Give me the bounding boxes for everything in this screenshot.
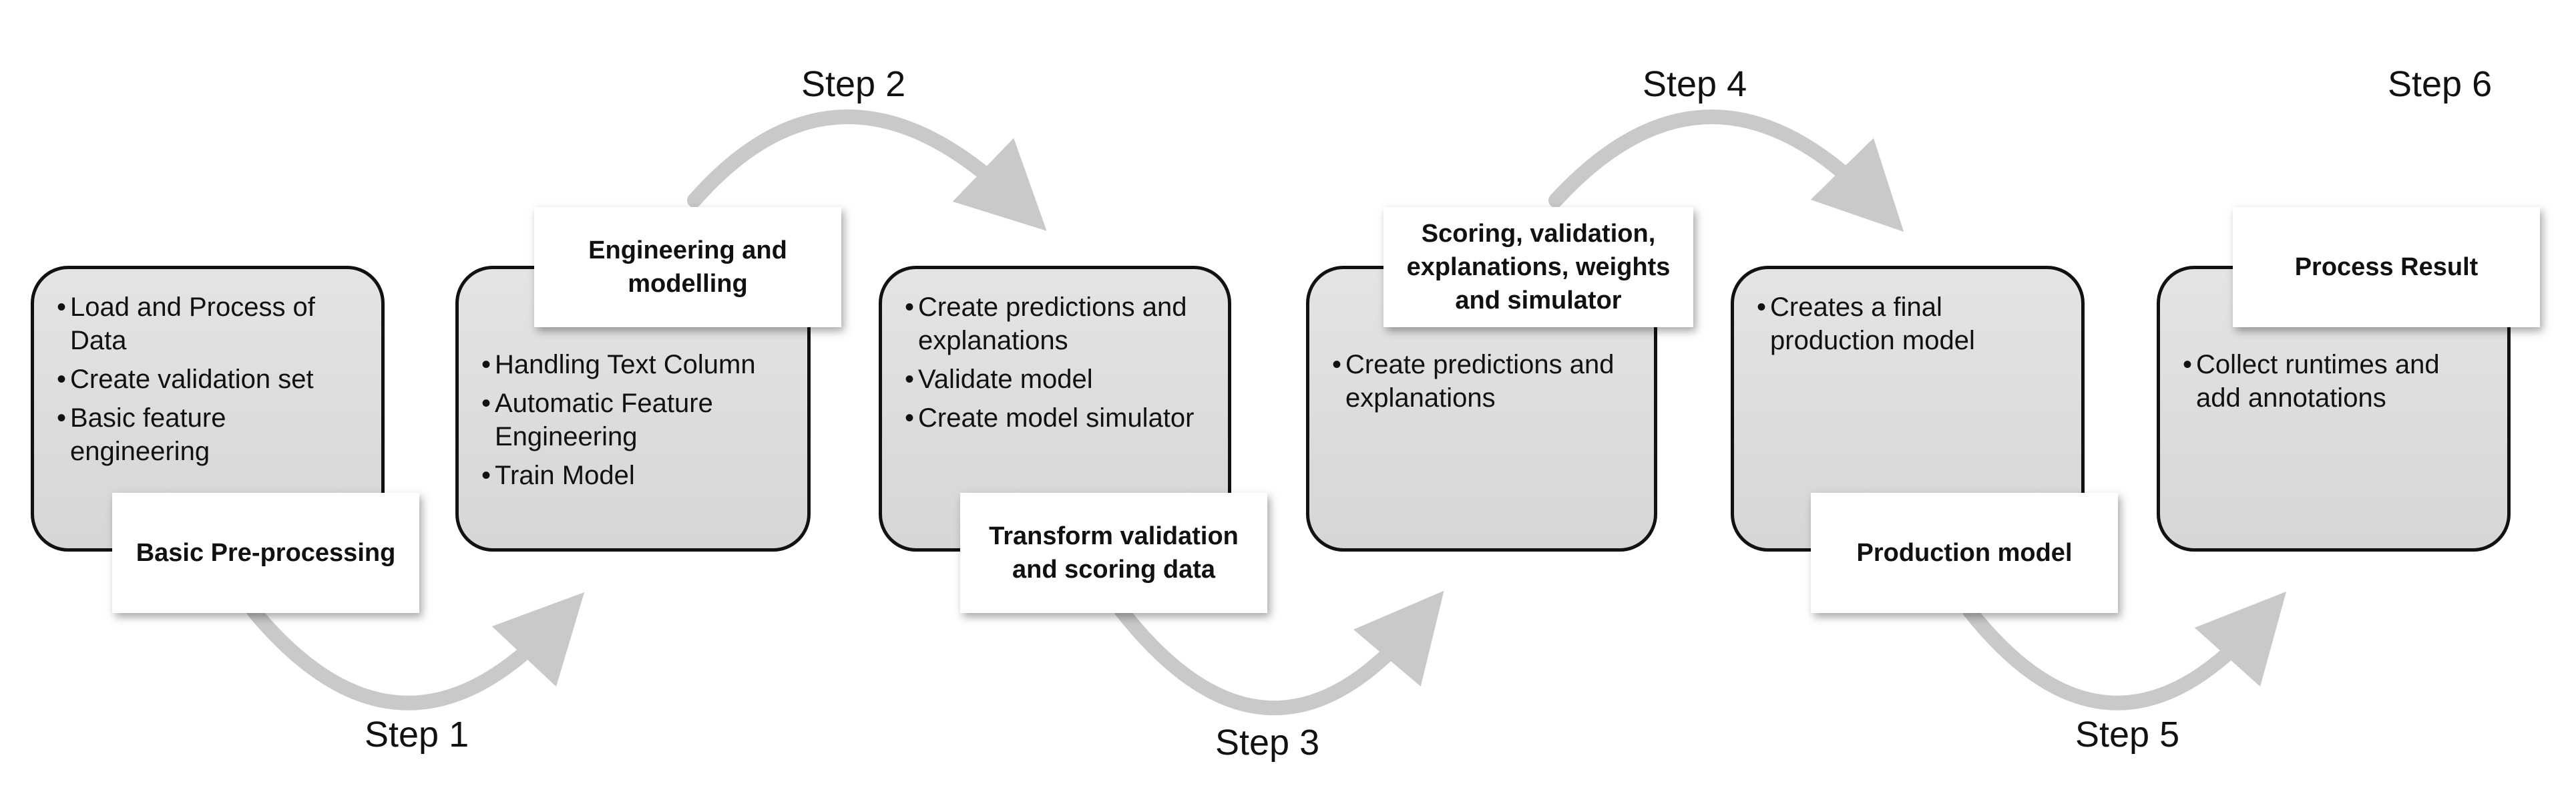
- arrow-step5-to-step6: [1962, 591, 2287, 711]
- arrow-step1-to-step2: [246, 592, 585, 711]
- list-item: Automatic Feature Engineering: [481, 387, 785, 453]
- list-item: Create model simulator: [905, 401, 1205, 435]
- stage-6-bullets: Collect runtimes and add annotations: [2183, 348, 2485, 415]
- step-2-label: Step 2: [801, 64, 906, 104]
- list-item: Validate model: [905, 363, 1205, 396]
- arrow-step2-to-step3: [687, 110, 1047, 231]
- list-item: Creates a final production model: [1757, 290, 2059, 357]
- step-3-label: Step 3: [1215, 723, 1320, 763]
- list-item: Basic feature engineering: [57, 401, 359, 468]
- stage-1-bullets: Load and Process of Data Create validati…: [57, 290, 359, 468]
- list-item: Create predictions and explanations: [1332, 348, 1631, 415]
- list-item: Create predictions and explanations: [905, 290, 1205, 357]
- list-item: Collect runtimes and add annotations: [2183, 348, 2485, 415]
- stage-5-label: Production model: [1811, 493, 2118, 613]
- stage-1-label: Basic Pre-processing: [112, 493, 419, 613]
- stage-3-label: Transform validation and scoring data: [960, 493, 1267, 613]
- arrow-step4-to-step5: [1548, 110, 1904, 232]
- list-item: Train Model: [481, 459, 785, 492]
- stage-2-label: Engineering and modelling: [534, 207, 841, 327]
- stage-1-box: Load and Process of Data Create validati…: [31, 266, 385, 552]
- stage-4-label: Scoring, validation, explanations, weigh…: [1383, 207, 1693, 327]
- stage-4-bullets: Create predictions and explanations: [1332, 348, 1631, 415]
- stage-5-bullets: Creates a final production model: [1757, 290, 2059, 357]
- step-4-label: Step 4: [1643, 64, 1747, 104]
- step-5-label: Step 5: [2075, 715, 2180, 755]
- stage-3-bullets: Create predictions and explanations Vali…: [905, 290, 1205, 435]
- arrow-step3-to-step4: [1114, 590, 1444, 716]
- list-item: Handling Text Column: [481, 348, 785, 381]
- list-item: Create validation set: [57, 363, 359, 396]
- step-1-label: Step 1: [365, 715, 469, 755]
- stage-2-bullets: Handling Text Column Automatic Feature E…: [481, 348, 785, 492]
- stage-6-label: Process Result: [2233, 207, 2540, 327]
- list-item: Load and Process of Data: [57, 290, 359, 357]
- step-6-label: Step 6: [2388, 64, 2493, 104]
